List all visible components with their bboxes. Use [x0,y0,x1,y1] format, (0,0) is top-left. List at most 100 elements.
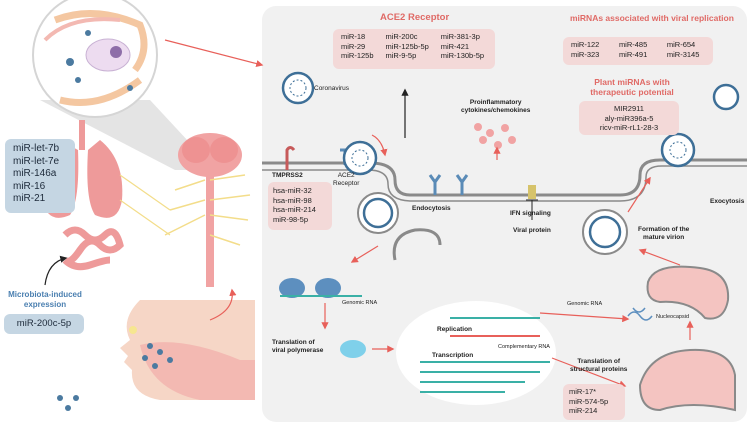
cell-zoom-circle [32,0,158,118]
replication-zone [396,301,556,405]
mirna-item: miR-let-7e [13,155,60,167]
label-formation: Formation of the mature virion [638,226,689,242]
mirna-item: miR-9-5p [385,51,417,60]
label-endocytosis: Endocytosis [412,205,451,212]
mirna-item: miR-3145 [666,49,700,59]
lung-mirna-box: miR-let-7b miR-let-7e miR-146a miR-16 mi… [5,139,75,213]
ace2-box-title: ACE2 Receptor [380,12,450,23]
nucleocapsid-shape [627,307,653,321]
structural-mirna-box: miR-17* miR-574-5p miR-214 [563,384,625,420]
plant-box-title: Plant miRNAs with therapeutic potential [570,77,694,97]
plant-title-line1: Plant miRNAs with [594,77,670,87]
label-exocytosis: Exocytosis [710,198,745,205]
label-ace2-line1: ACE2 [337,172,355,179]
mirna-item: miR-323 [571,49,600,59]
tmprss2-mirna-box: hsa-miR-32 hsa-miR-98 hsa-miR-214 miR-98… [268,182,332,230]
label-genomic-rna-left: Genomic RNA [342,300,378,306]
mirna-item: miR-125b-5p [385,41,429,51]
cytokines [474,123,516,149]
label-nucleocapsid: Nucleocapsid [656,314,690,320]
mirna-item: ricv-miR-rL1-28-3 [599,123,659,132]
label-viral-protein: Viral protein [513,227,551,234]
cell-membrane [262,158,747,197]
microbiota-title-line2: expression [23,299,67,309]
label-complementary-rna: Complementary RNA [498,344,550,350]
label-formation-line1: Formation of the [638,226,690,233]
label-proinflammatory-line1: Proinflammatory [469,99,522,106]
virus-exocytosis [660,132,696,168]
airborne-viruses [57,343,173,411]
microbiota-mirna-box: miR-200c-5p [4,314,84,334]
mirna-item: miR-let-7b [13,143,60,154]
label-replication: Replication [437,326,473,333]
rna-strands [420,317,550,393]
process-arrows [321,134,694,388]
mirna-item: miR-29 [341,41,366,51]
arrow-microbiota-to-gut [44,255,68,286]
plant-mirna-box: MIR2911 aly-miR396a-5 ricv-miR-rL1-28-3 [579,101,679,135]
microbiota-title-line1: Microbiota-induced [8,290,82,299]
mirna-item: aly-miR396a-5 [604,113,654,123]
microbiota-title: Microbiota-induced expression [2,290,88,309]
tmprss2-protein [285,146,296,170]
mirna-item: miR-381-3p [440,32,480,41]
replication-box-title: miRNAs associated with viral replication [570,13,734,23]
mirna-item: miR-491 [618,49,648,59]
virus-coronavirus [281,71,315,105]
label-translation-polymerase: Translation of viral polymerase [272,339,323,355]
label-formation-line2: mature virion [643,234,685,241]
mirna-item: miR-130b-5p [440,51,485,60]
label-tmprss2: TMPRSS2 [272,172,303,179]
mirna-item: miR-574-5p [569,396,609,406]
endoplasmic-reticulum [646,265,730,320]
label-translation-struct-line1: Translation of [577,358,621,365]
plant-title-line2: therapeutic potential [590,87,674,97]
virus-top-right [712,83,740,111]
head-profile [120,300,255,400]
label-coronavirus: Coronavirus [314,85,350,92]
mirna-item: hsa-miR-214 [273,205,316,214]
mirna-item: miR-485 [618,40,648,49]
mirna-item: miR-16 [13,180,46,192]
label-proinflammatory: Proinflammatory cytokines/chemokines [461,99,530,115]
label-genomic-rna-mid: Genomic RNA [567,301,603,307]
label-translation-struct-line2: structural proteins [570,366,628,373]
mirna-item: miR-214 [569,406,598,415]
arrow-head-to-brain [209,288,237,321]
zoom-cone [40,100,215,170]
ace2-mirna-grid: miR-18 miR-200c miR-381-3p miR-29 miR-12… [341,32,487,61]
mirna-item: hsa-miR-32 [273,186,312,195]
mirna-item: miR-200c [385,32,418,41]
mirna-item: miR-146a [13,168,57,179]
label-translation-poly-line1: Translation of [272,339,315,346]
endosome [392,228,442,261]
mirna-item: hsa-miR-98 [273,195,312,205]
virus-endocytosis [357,192,399,234]
label-ifn-signaling: IFN signaling [510,210,551,217]
ifn-receptor [528,185,536,199]
virus-entering [342,140,378,176]
ace2-mirna-box: miR-18 miR-200c miR-381-3p miR-29 miR-12… [333,29,495,69]
label-ace2-receptor: ACE2 Receptor [333,172,359,188]
ribosomes [279,278,362,298]
label-translation-poly-line2: viral polymerase [272,347,324,354]
mirna-item: MIR2911 [614,104,644,113]
label-transcription: Transcription [432,352,474,359]
er-lower [638,348,736,412]
arrow-circle-to-panel [164,39,264,68]
mirna-item: miR-21 [13,193,46,204]
brain-spinal-cord [164,133,251,287]
mirna-item: miR-125b [341,51,374,60]
replication-mirna-grid: miR-122 miR-485 miR-654 miR-323 miR-491 … [571,40,705,59]
mirna-item: miR-18 [341,32,366,41]
label-ace2-line2: Receptor [333,180,360,187]
mirna-item: miR-122 [571,40,600,49]
mirna-item: miR-98-5p [273,214,309,224]
mirna-item: miR-17* [569,387,597,396]
mirna-item: miR-421 [440,41,470,51]
label-proinflammatory-line2: cytokines/chemokines [461,107,531,114]
label-translation-structural: Translation of structural proteins [570,358,627,374]
replication-mirna-box: miR-122 miR-485 miR-654 miR-323 miR-491 … [563,37,713,65]
mirna-item: miR-654 [666,40,696,49]
